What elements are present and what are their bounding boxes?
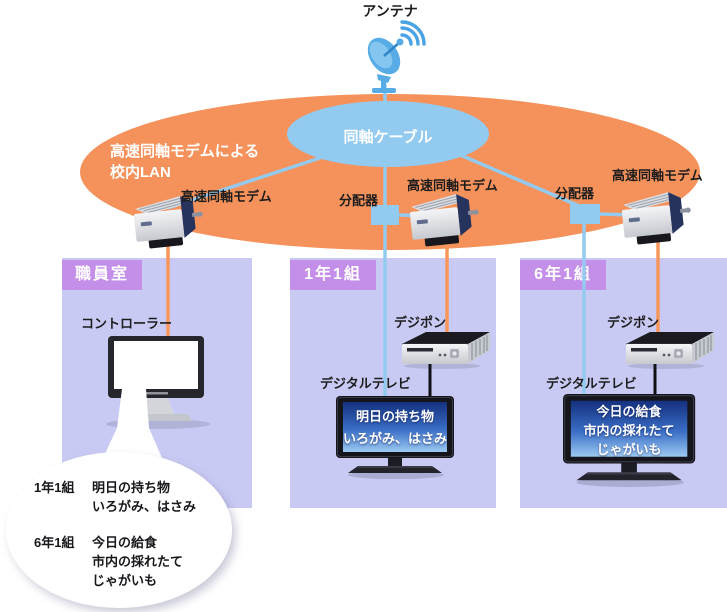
room-staff-title: 職員室 [62, 260, 142, 290]
tv-right-line1: 今日の給食 [596, 404, 662, 419]
coax-cable-label: 同軸ケーブル [343, 129, 433, 146]
stb-label-mid: デジポン [394, 315, 447, 330]
bubble-row: 市内の採れたて [34, 552, 232, 571]
bubble-row: 1年1組 明日の持ち物 [34, 478, 232, 497]
speech-bubble-content: 1年1組 明日の持ち物 いろがみ、はさみ 6年1組 今日の給食 市内の採れたて … [6, 452, 232, 590]
bubble-row-label: 6年1組 [34, 535, 75, 550]
tv-label-right: デジタルテレビ [546, 376, 637, 391]
tv-right-line2: 市内の採れたて [583, 423, 675, 438]
coax-ellipse [287, 101, 489, 167]
modem-label-mid: 高速同軸モデム [407, 178, 498, 193]
room-class6-1-title: 6年1組 [520, 260, 606, 290]
bubble-row-text: 市内の採れたて [92, 554, 184, 569]
bubble-row: 6年1組 今日の給食 [34, 533, 232, 552]
room-class1-1-title: 1年1組 [290, 260, 376, 290]
tv-screen-text-mid: 明日の持ち物 いろがみ、はさみ [343, 406, 447, 450]
tv-right-line3: じゃがいも [596, 442, 662, 457]
lan-drop-lines [166, 238, 660, 342]
coax-cables [167, 84, 633, 402]
bubble-row: いろがみ、はさみ [34, 497, 232, 516]
cable-to-right-splitter [443, 146, 585, 210]
splitter-label-mid: 分配器 [339, 193, 379, 208]
lan-title-line2: 校内LAN [110, 164, 171, 181]
bubble-row-label [34, 571, 92, 590]
modem-label-left: 高速同軸モデム [181, 189, 272, 204]
bubble-row-text: いろがみ、はさみ [92, 499, 197, 514]
bubble-row: じゃがいも [34, 571, 232, 590]
splitter-label-right: 分配器 [555, 186, 595, 201]
splitter-icon-mid [371, 205, 399, 225]
stb-icon-mid [401, 331, 491, 370]
lan-title: 高速同軸モデムによる 校内LAN [110, 141, 259, 183]
tv-mid-line1: 明日の持ち物 [355, 409, 434, 424]
lan-title-line1: 高速同軸モデムによる [110, 143, 260, 160]
bubble-row-text: じゃがいも [92, 573, 158, 588]
cable-to-left-modem [167, 150, 339, 210]
bubble-row-text: 今日の給食 [92, 535, 158, 550]
room-class6-1: 6年1組 [520, 258, 727, 508]
bubble-row-label: 1年1組 [34, 480, 75, 495]
bubble-row-label [34, 552, 92, 571]
modem-label-right: 高速同軸モデム [612, 168, 703, 183]
bubble-row-label [34, 497, 92, 516]
tv-screen-text-right: 今日の給食 市内の採れたて じゃがいも [572, 402, 686, 459]
stb-label-right: デジポン [607, 315, 660, 330]
controller-label: コントローラー [81, 316, 173, 331]
lan-ellipse [80, 94, 700, 250]
speech-bubble: 1年1組 明日の持ち物 いろがみ、はさみ 6年1組 今日の給食 市内の採れたて … [6, 452, 232, 608]
room-class1-1: 1年1組 [290, 258, 496, 508]
splitter-icon-right [570, 204, 600, 224]
bubble-row-text: 明日の持ち物 [92, 480, 171, 495]
tv-mid-line2: いろがみ、はさみ [343, 431, 448, 446]
tv-label-mid: デジタルテレビ [320, 376, 411, 391]
stb-icon-right [625, 331, 715, 370]
antenna-label: アンテナ [362, 3, 418, 19]
antenna-icon [367, 20, 426, 93]
speech-bubble-tail [103, 350, 162, 458]
